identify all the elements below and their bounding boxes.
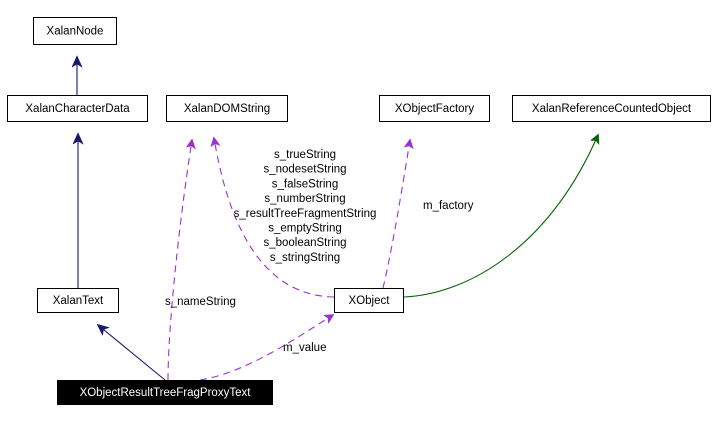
node-box-xobject[interactable] [334, 288, 404, 313]
node-xalan-node[interactable]: XalanNode [33, 17, 117, 45]
node-label-xobject-result-tree-frag-proxy-text: XObjectResultTreeFragProxyText [80, 387, 252, 399]
field-label-s-false-string: s_falseString [272, 178, 338, 190]
node-box-xalan-reference-counted-object[interactable] [512, 95, 711, 122]
field-label-s-nodeset-string: s_nodesetString [263, 164, 346, 176]
node-label-xalan-reference-counted-object: XalanReferenceCountedObject [532, 103, 692, 115]
node-xobject[interactable]: XObject [334, 288, 404, 313]
node-box-xalan-dom-string[interactable] [166, 95, 288, 122]
field-label-s-result-tree-fragment-string: s_resultTreeFragmentString [234, 208, 377, 220]
node-box-xalan-text[interactable] [37, 288, 119, 313]
node-label-xalan-dom-string: XalanDOMString [184, 103, 270, 115]
node-xalan-text[interactable]: XalanText [37, 288, 119, 313]
node-label-xalan-character-data: XalanCharacterData [25, 103, 130, 115]
edge-proxy-to-xobject [199, 315, 333, 381]
field-label-s-string-string: s_stringString [270, 252, 340, 264]
edge-xobject-to-xalan-dom-string [214, 138, 335, 298]
node-label-xalan-node: XalanNode [47, 26, 104, 38]
xobject-string-constants-list: s_trueString s_nodesetString s_falseStri… [234, 149, 377, 264]
field-label-s-true-string: s_trueString [274, 149, 336, 161]
edge-proxy-to-xalan-dom-string [167, 140, 192, 381]
edge-xobject-to-xalan-reference-counted-object [403, 135, 598, 298]
edge-xobject-to-xobject-factory [382, 140, 410, 289]
edge-proxy-to-xalan-text [98, 325, 166, 381]
field-label-s-number-string: s_numberString [264, 193, 345, 205]
node-xalan-dom-string[interactable]: XalanDOMString [166, 95, 288, 122]
node-box-xobject-result-tree-frag-proxy-text[interactable] [57, 380, 273, 405]
node-label-xalan-text: XalanText [53, 295, 104, 307]
edge-labels: s_nameString m_value m_factory [165, 200, 474, 354]
node-xobject-factory[interactable]: XObjectFactory [379, 95, 490, 122]
node-box-xalan-node[interactable] [33, 17, 117, 45]
node-xobject-result-tree-frag-proxy-text[interactable]: XObjectResultTreeFragProxyText [57, 380, 273, 405]
field-label-s-empty-string: s_emptyString [268, 223, 342, 235]
field-label-s-boolean-string: s_booleanString [263, 237, 346, 249]
node-xalan-character-data[interactable]: XalanCharacterData [7, 95, 148, 122]
node-xalan-reference-counted-object[interactable]: XalanReferenceCountedObject [512, 95, 711, 122]
edge-label-m-factory: m_factory [423, 200, 474, 212]
node-box-xobject-factory[interactable] [379, 95, 490, 122]
node-label-xobject: XObject [349, 295, 391, 307]
node-label-xobject-factory: XObjectFactory [395, 103, 474, 115]
edge-label-m-value: m_value [283, 342, 326, 354]
node-box-xalan-character-data[interactable] [7, 95, 148, 122]
edge-label-s-name-string: s_nameString [165, 296, 236, 308]
